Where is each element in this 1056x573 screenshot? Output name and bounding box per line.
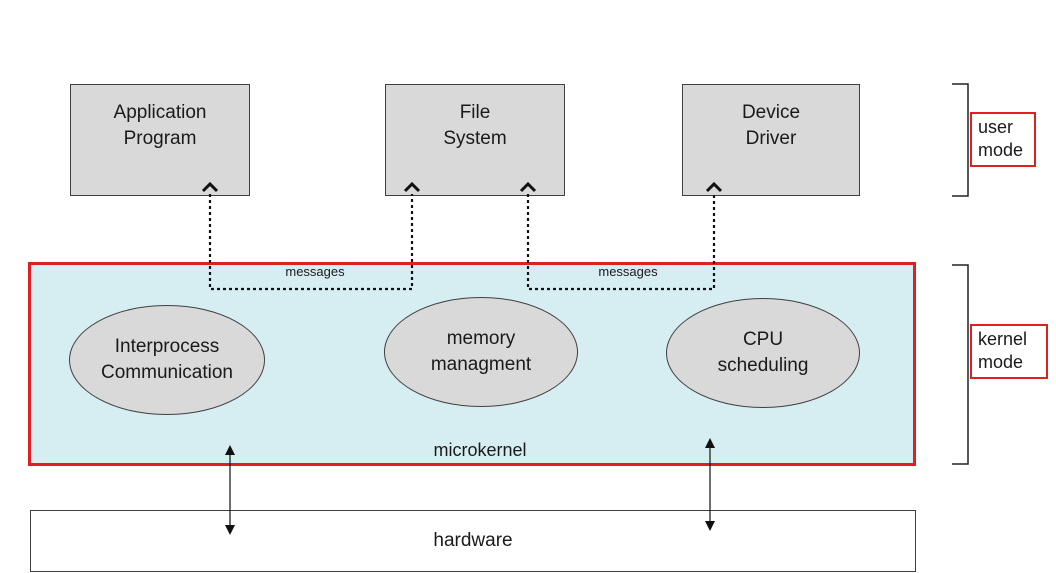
interprocess-communication-line-2: Communication xyxy=(101,362,233,383)
device-driver-line-1: Device xyxy=(741,102,801,124)
memory-management-line-2: managment xyxy=(430,354,532,375)
user-mode-bracket xyxy=(952,83,969,197)
chevron-up-icon xyxy=(705,181,723,193)
chevron-up-icon xyxy=(201,181,219,193)
kernel-mode-line-2: mode xyxy=(978,352,1024,373)
user-mode-label: user mode xyxy=(970,112,1036,167)
chevron-up-icon xyxy=(403,181,421,193)
device-driver-box: Device Driver xyxy=(682,84,860,196)
memory-management-line-1: memory xyxy=(446,328,516,350)
messages-label-right: messages xyxy=(598,264,658,279)
kernel-mode-bracket xyxy=(952,264,969,465)
file-system-line-2: System xyxy=(443,128,507,149)
file-system-box: File System xyxy=(385,84,565,196)
hardware-label: hardware xyxy=(433,530,513,551)
interprocess-communication-ellipse: Interprocess Communication xyxy=(69,305,265,415)
kernel-mode-label: kernel mode xyxy=(970,324,1048,379)
cpu-scheduling-line-2: scheduling xyxy=(717,355,809,376)
hardware-box: hardware xyxy=(30,510,916,572)
kernel-mode-line-1: kernel xyxy=(978,329,1028,349)
user-mode-line-1: user xyxy=(978,117,1014,137)
interprocess-communication-line-1: Interprocess xyxy=(114,336,220,358)
message-path-left xyxy=(208,194,414,291)
application-program-line-1: Application xyxy=(113,102,207,124)
memory-management-ellipse: memory managment xyxy=(384,297,578,407)
cpu-scheduling-ellipse: CPU scheduling xyxy=(666,298,860,408)
device-driver-line-2: Driver xyxy=(745,128,797,149)
message-path-right xyxy=(526,194,716,291)
application-program-line-2: Program xyxy=(123,128,197,149)
cpu-scheduling-line-1: CPU xyxy=(742,329,784,351)
application-program-box: Application Program xyxy=(70,84,250,196)
user-mode-line-2: mode xyxy=(978,140,1024,161)
microkernel-label: microkernel xyxy=(433,440,527,460)
chevron-up-icon xyxy=(519,181,537,193)
file-system-line-1: File xyxy=(459,102,491,124)
messages-label-left: messages xyxy=(285,264,345,279)
